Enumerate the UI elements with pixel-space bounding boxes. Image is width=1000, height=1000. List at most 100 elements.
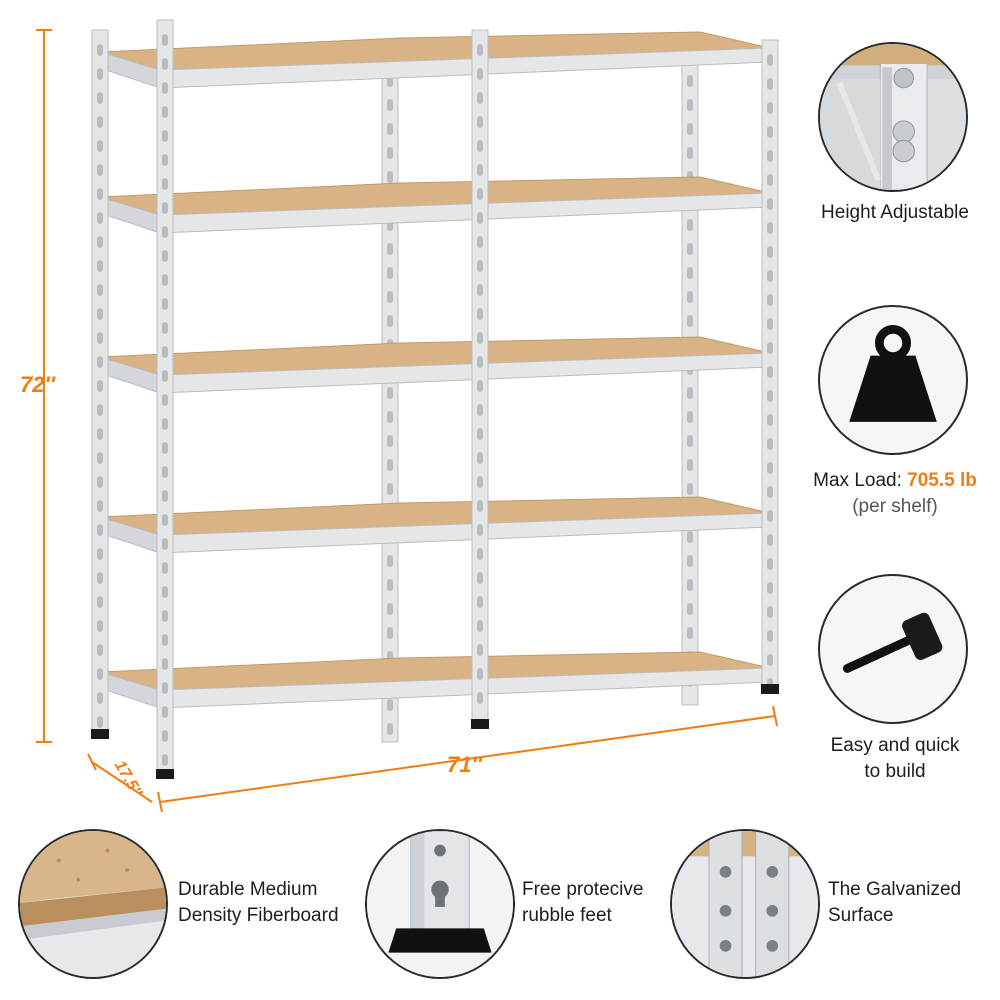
post-slot (477, 332, 483, 344)
post-slot (97, 44, 103, 56)
post-slot (477, 500, 483, 512)
post-slot (767, 558, 773, 570)
post-slot (387, 315, 393, 327)
rubber-foot (471, 719, 489, 729)
height-dimension-label: 72″ (20, 372, 56, 397)
post-slot (687, 579, 693, 591)
max-load-label: Max Load: (813, 470, 908, 491)
post-slot (162, 754, 168, 766)
post-slot (97, 596, 103, 608)
post-slot (687, 123, 693, 135)
post-slot (97, 548, 103, 560)
width-dimension-label: 71″ (447, 752, 483, 777)
galvanized-caption-line2: Surface (828, 905, 894, 926)
post-slot (387, 603, 393, 615)
fiberboard-closeup-icon (18, 829, 168, 979)
post-slot (687, 315, 693, 327)
post-slot (477, 476, 483, 488)
post-slot (97, 356, 103, 368)
post-slot (97, 716, 103, 728)
post-slot (767, 222, 773, 234)
post-slot (97, 236, 103, 248)
post-slot (767, 318, 773, 330)
post-slot (162, 514, 168, 526)
post-slot (162, 250, 168, 262)
post-slot (97, 404, 103, 416)
post-slot (767, 246, 773, 258)
post-slot (477, 308, 483, 320)
post-slot (477, 644, 483, 656)
rubber-foot-closeup-icon (365, 829, 515, 979)
post-slot (477, 92, 483, 104)
width-dimension-tick (772, 705, 778, 727)
back-upright-post (381, 64, 399, 743)
post-slot (767, 630, 773, 642)
post-slot (767, 174, 773, 186)
post-slot (767, 270, 773, 282)
post-slot (387, 123, 393, 135)
post-slot (387, 171, 393, 183)
post-slot (162, 442, 168, 454)
post-slot (767, 606, 773, 618)
post-slot (477, 68, 483, 80)
post-slot (162, 58, 168, 70)
post-slot (97, 260, 103, 272)
post-slot (477, 620, 483, 632)
post-slot (477, 524, 483, 536)
post-slot (387, 723, 393, 735)
post-slot (477, 260, 483, 272)
post-slot (477, 284, 483, 296)
post-slot (477, 548, 483, 560)
post-slot (767, 510, 773, 522)
post-slot (477, 188, 483, 200)
post-slot (97, 668, 103, 680)
post-slot (387, 435, 393, 447)
post-slot (477, 692, 483, 704)
post-slot (162, 658, 168, 670)
post-slot (687, 627, 693, 639)
bolt-slot-closeup-icon (818, 42, 968, 192)
post-slot (162, 370, 168, 382)
post-slot (97, 572, 103, 584)
post-slot (97, 428, 103, 440)
post-slot (162, 394, 168, 406)
post-slot (387, 459, 393, 471)
rubber-foot (761, 684, 779, 694)
easy-build-caption-line1: Easy and quick (830, 735, 960, 756)
weight-icon (818, 305, 968, 455)
post-slot (162, 634, 168, 646)
post-slot (477, 212, 483, 224)
post-slot (477, 452, 483, 464)
post-slot (687, 603, 693, 615)
post-slot (162, 418, 168, 430)
post-slot (477, 44, 483, 56)
post-slot (477, 236, 483, 248)
post-slot (477, 668, 483, 680)
post-slot (687, 435, 693, 447)
max-load-value: 705.5 lb (907, 470, 977, 491)
post-slot (162, 538, 168, 550)
feet-caption-line1: Free protecive (522, 879, 644, 900)
post-slot (687, 99, 693, 111)
post-slot (687, 291, 693, 303)
post-slot (687, 219, 693, 231)
post-slot (162, 490, 168, 502)
post-slot (387, 99, 393, 111)
post-slot (97, 332, 103, 344)
feet-caption-line2: rubble feet (522, 905, 612, 926)
post-slot (767, 198, 773, 210)
post-slot (97, 380, 103, 392)
post-slot (97, 620, 103, 632)
depth-dimension-line (91, 761, 153, 803)
post-slot (477, 116, 483, 128)
post-slot (767, 102, 773, 114)
post-slot (687, 267, 693, 279)
fiberboard-caption-line2: Density Fiberboard (178, 905, 339, 926)
post-slot (162, 466, 168, 478)
post-slot (387, 555, 393, 567)
width-dimension-line (159, 715, 776, 803)
post-slot (687, 555, 693, 567)
post-slot (387, 579, 393, 591)
post-slot (387, 411, 393, 423)
